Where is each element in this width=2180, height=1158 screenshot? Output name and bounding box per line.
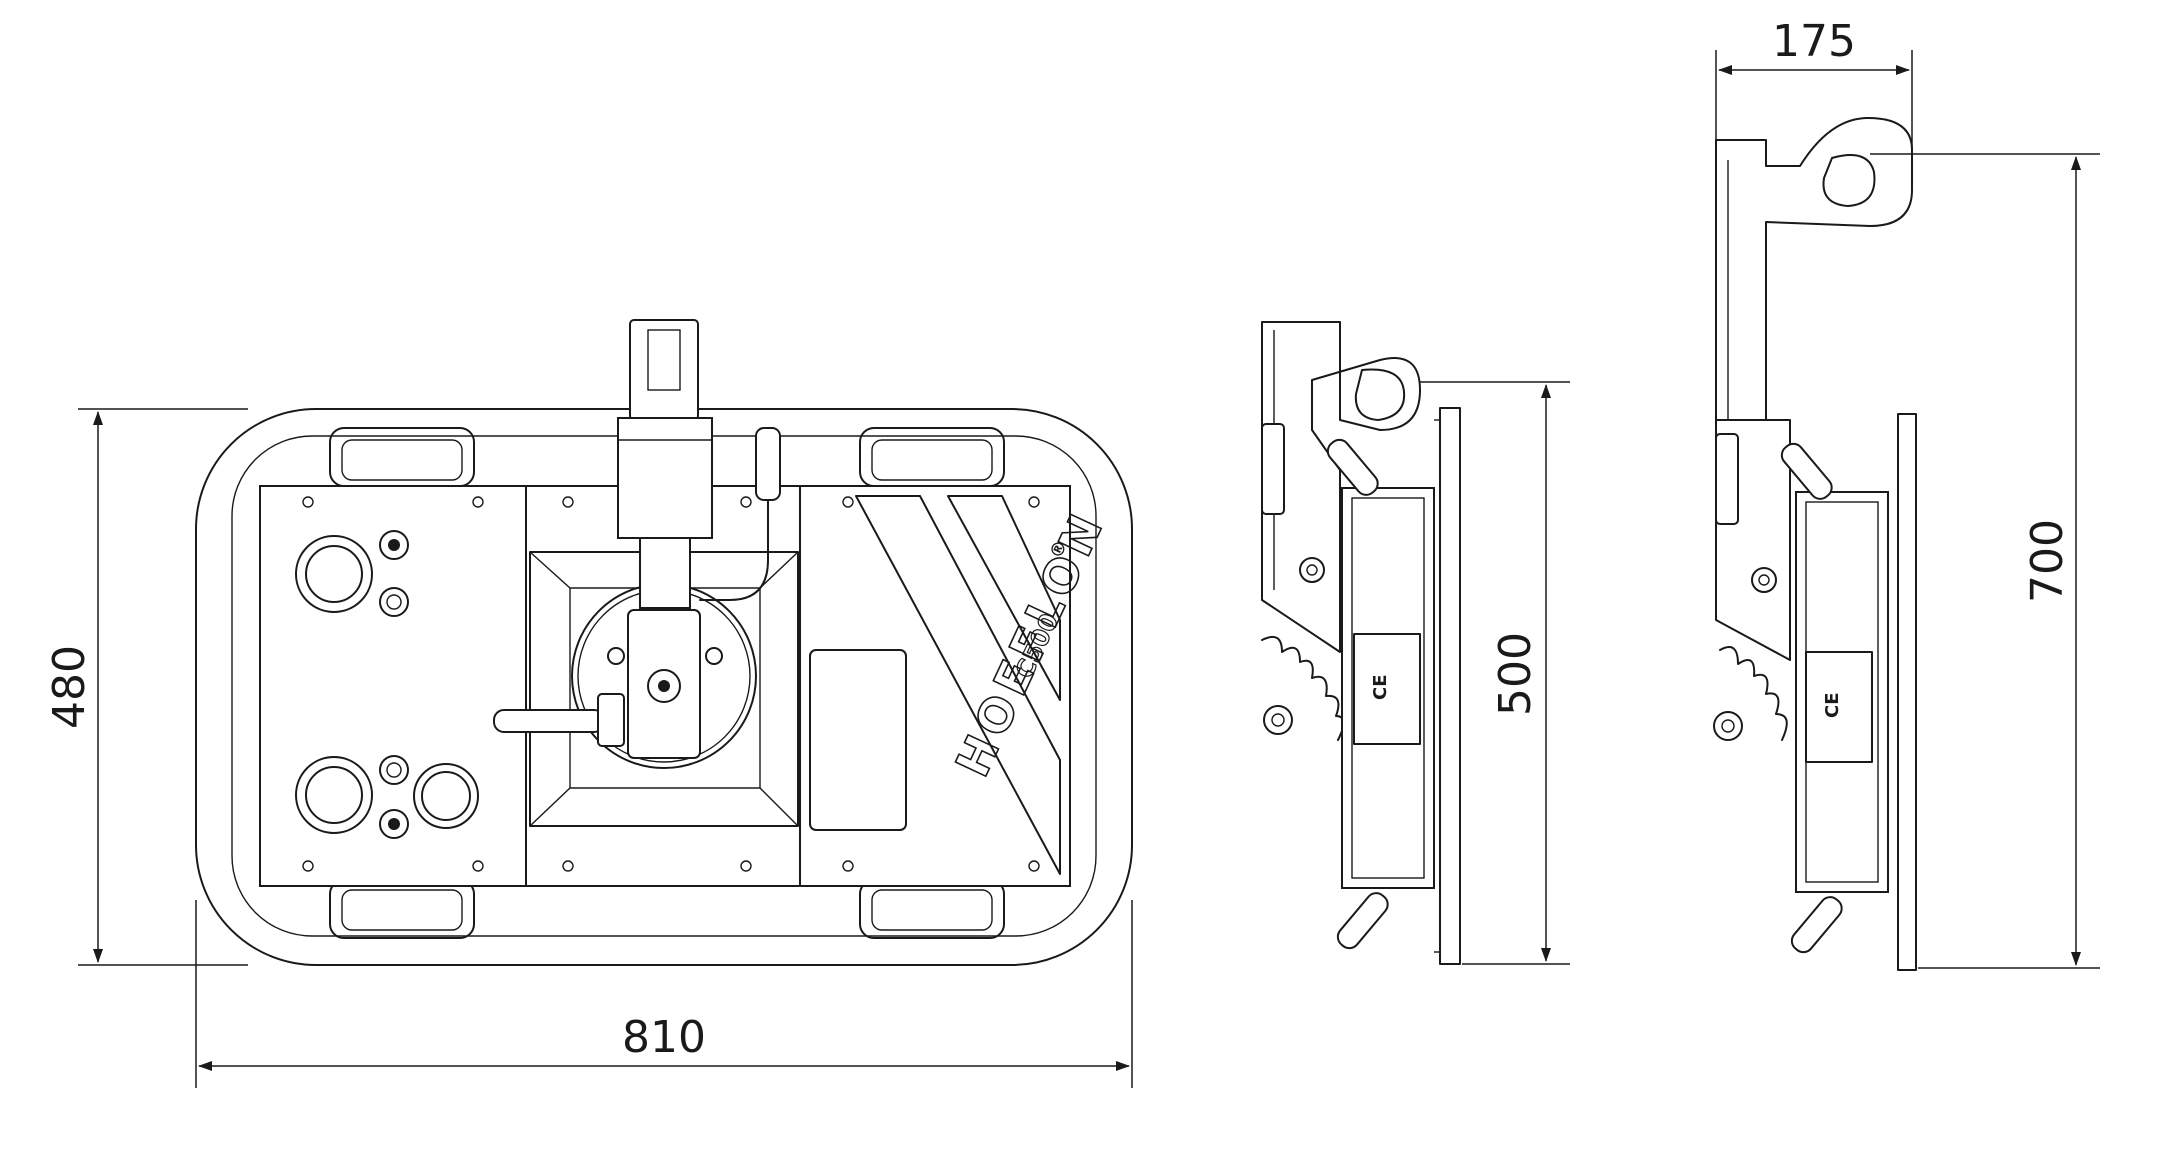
upright-ce-mark: CE: [1822, 692, 1843, 718]
dim-700: 700: [1870, 153, 2100, 969]
housing-screws: [302, 496, 1040, 872]
upright-arm: [1715, 117, 1913, 421]
side-connector: [1261, 423, 1285, 515]
side-gear: [1261, 636, 1345, 741]
grip-handle-bottom-right: [859, 879, 1005, 939]
upright-bracket: [1715, 419, 1791, 661]
upright-housing: [1795, 491, 1889, 893]
upright-gear: [1719, 646, 1788, 741]
dim-480-label: 480: [44, 645, 95, 729]
dim-500-label: 500: [1490, 632, 1541, 716]
vacuum-center-unit: [493, 551, 799, 827]
upright-view: CE: [1713, 117, 1917, 971]
dim-500: 500: [1420, 381, 1570, 965]
front-view: HOEFLON ® C500: [195, 319, 1133, 966]
dim-175: 175: [1715, 16, 1913, 150]
gauge-panel: [295, 530, 479, 839]
dim-480: 480: [44, 408, 248, 966]
dim-810-label: 810: [622, 1012, 706, 1063]
side-view: CE: [1261, 321, 1461, 965]
grip-handle-bottom-left: [329, 879, 475, 939]
upright-suction-pad: [1897, 413, 1917, 971]
side-bracket: [1261, 321, 1421, 653]
lifting-column: [617, 319, 781, 609]
side-ce-mark: CE: [1370, 674, 1391, 700]
side-suction-pad: [1439, 407, 1461, 965]
dim-700-label: 700: [2022, 519, 2073, 603]
dim-175-label: 175: [1772, 16, 1856, 67]
upright-connector: [1715, 433, 1739, 525]
dim-810: 810: [195, 900, 1133, 1088]
upright-nameplate: [1805, 651, 1873, 763]
side-nameplate: [1353, 633, 1421, 745]
side-housing: [1341, 487, 1435, 889]
